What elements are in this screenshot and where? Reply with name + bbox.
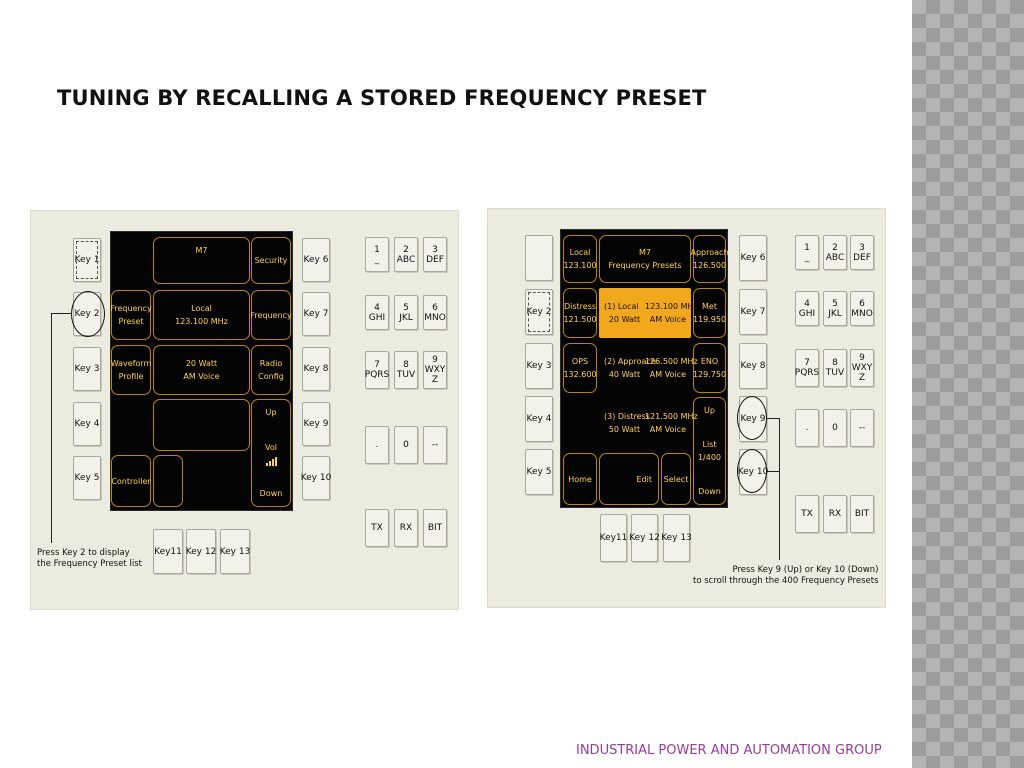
left-key-5[interactable]: Key 5 (73, 456, 101, 500)
left-key2-highlight-circle (71, 291, 105, 337)
footer-text: INDUSTRIAL POWER AND AUTOMATION GROUP (576, 743, 882, 758)
left-key-12[interactable]: Key 12 (186, 529, 216, 574)
right-key-8[interactable]: Key 8 (739, 343, 767, 389)
left-key-1[interactable]: Key 1 (73, 238, 101, 282)
right-callout-line-v (779, 418, 780, 560)
left-key-3[interactable]: Key 3 (73, 347, 101, 391)
left-callout-line-h (51, 313, 72, 314)
left-keypad-0[interactable]: 0 (394, 426, 418, 464)
right-key10-highlight-circle (737, 449, 767, 493)
slide-title: TUNING BY RECALLING A STORED FREQUENCY P… (57, 86, 707, 110)
right-instruction-note: Press Key 9 (Up) or Key 10 (Down)to scro… (693, 565, 879, 586)
right-keypad-dash[interactable]: -- (850, 409, 874, 447)
right-key-11[interactable]: Key11 (600, 514, 627, 562)
volume-bars-icon (265, 456, 277, 466)
left-cell-empty-small (153, 455, 183, 507)
left-cell-volume[interactable]: Up Vol Down (251, 399, 291, 507)
left-key-9[interactable]: Key 9 (302, 402, 330, 446)
right-key-3[interactable]: Key 3 (525, 343, 553, 389)
right-bit-button[interactable]: BIT (850, 495, 874, 533)
right-key-5[interactable]: Key 5 (525, 449, 553, 495)
left-bit-button[interactable]: BIT (423, 509, 447, 547)
left-cell-frequency[interactable]: Frequency (250, 290, 292, 340)
right-keypad-1[interactable]: 1_ (795, 235, 819, 270)
right-key-13[interactable]: Key 13 (661, 514, 692, 562)
left-callout-line-v (51, 313, 52, 543)
right-key-6[interactable]: Key 6 (739, 235, 767, 281)
left-key-4[interactable]: Key 4 (73, 402, 101, 446)
right-preset-row-1-selected[interactable]: (1) Local 123.100 MHz 20 Watt AM Voice (599, 288, 698, 338)
left-key-6[interactable]: Key 6 (302, 238, 330, 282)
right-key-4[interactable]: Key 4 (525, 396, 553, 442)
right-tx-button[interactable]: TX (795, 495, 819, 533)
left-key-13[interactable]: Key 13 (220, 529, 250, 574)
right-callout-line-h1 (767, 418, 779, 419)
left-key-8[interactable]: Key 8 (302, 347, 330, 391)
right-preset-row-3[interactable]: (3) Distress 121.500 MHz 50 Watt AM Voic… (604, 412, 698, 434)
right-key-2[interactable]: Key 2 (525, 289, 553, 335)
left-keypad-1[interactable]: 1_ (365, 237, 389, 272)
left-key-11[interactable]: Key11 (153, 529, 183, 574)
left-cell-empty-middle (153, 399, 250, 451)
right-keypad-dot[interactable]: . (795, 409, 819, 447)
left-keypad-dash[interactable]: -- (423, 426, 447, 464)
right-key9-highlight-circle (737, 396, 767, 440)
right-key-blank (525, 235, 553, 281)
left-cell-security[interactable]: Security (251, 237, 291, 284)
left-cell-m7: M7 (153, 237, 250, 284)
left-keypad-dot[interactable]: . (365, 426, 389, 464)
left-rx-button[interactable]: RX (394, 509, 418, 547)
right-cell-home[interactable]: Home (563, 453, 597, 505)
left-radio-panel: Key 1 Key 2 Key 3 Key 4 Key 5 M7 Securit… (30, 210, 459, 610)
right-key-12[interactable]: Key 12 (629, 514, 660, 562)
left-cell-controller[interactable]: Controller (111, 455, 151, 507)
right-callout-line-h2 (767, 471, 779, 472)
right-rx-button[interactable]: RX (823, 495, 847, 533)
left-tx-button[interactable]: TX (365, 509, 389, 547)
left-key-10[interactable]: Key 10 (301, 456, 331, 500)
right-preset-row-2[interactable]: (2) Approach 126.500 MHz 40 Watt AM Voic… (604, 357, 698, 379)
right-keypad-0[interactable]: 0 (823, 409, 847, 447)
left-key-7[interactable]: Key 7 (302, 292, 330, 336)
decorative-sidebar (912, 0, 1024, 768)
right-cell-edit[interactable]: Edit (599, 453, 659, 505)
right-cell-select[interactable]: Select (661, 453, 691, 505)
right-key-7[interactable]: Key 7 (739, 289, 767, 335)
